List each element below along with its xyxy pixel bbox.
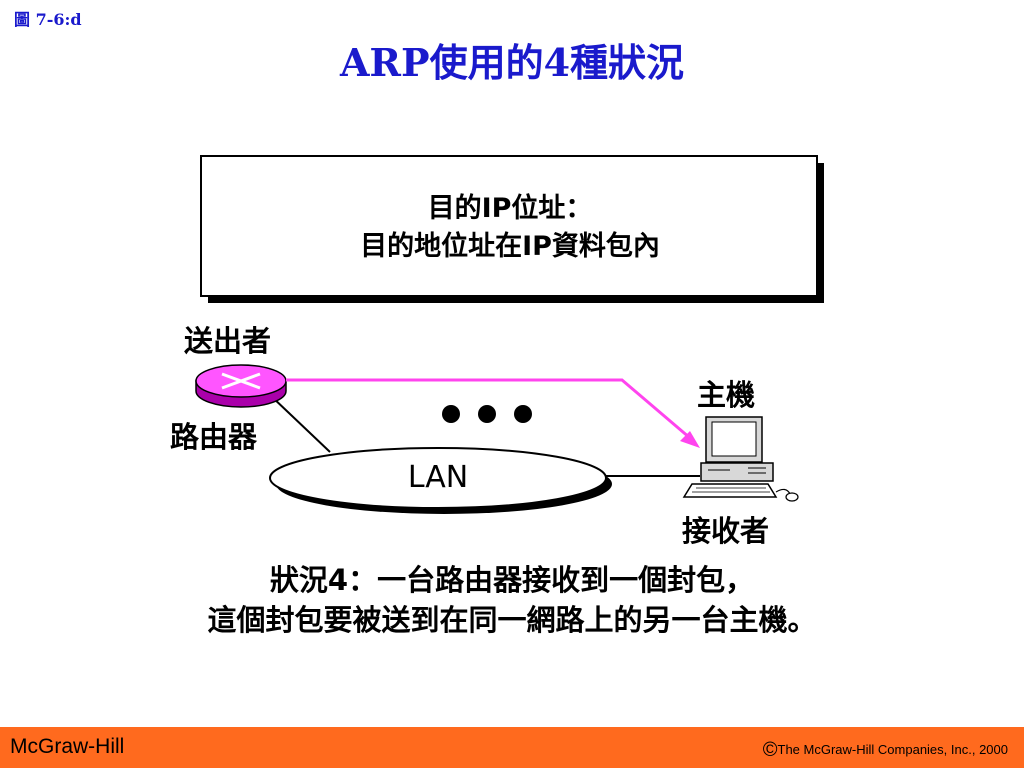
caption-line-2: 這個封包要被送到在同一網路上的另一台主機。 [207,603,817,637]
packet-path [286,378,691,440]
info-box [200,155,818,297]
ellipsis-dots [442,405,532,423]
publisher-name: McGraw-Hill [10,735,125,758]
lan-label: LAN [407,460,469,495]
copyright-symbol: © [762,739,778,761]
info-line-2: 目的地位址在IP資料包內 [360,231,660,262]
info-line-1: 目的IP位址： [427,193,593,224]
router-lan-link [269,394,331,453]
copyright-notice: ©The McGraw-Hill Companies, Inc., 2000 [763,739,1008,762]
computer-icon [682,416,799,502]
footer-bar: McGraw-Hill ©The McGraw-Hill Companies, … [0,727,1024,768]
router-icon [195,364,287,408]
sender-label: 送出者 [184,324,272,358]
router-label: 路由器 [170,420,258,454]
copyright-text: The McGraw-Hill Companies, Inc., 2000 [777,742,1008,757]
caption: 狀況4：一台路由器接收到一個封包， 這個封包要被送到在同一網路上的另一台主機。 [0,560,1024,640]
caption-line-1: 狀況4：一台路由器接收到一個封包， [269,563,755,597]
host-label: 主機 [697,378,756,412]
info-box-text: 目的IP位址： 目的地位址在IP資料包內 [202,190,818,266]
receiver-label: 接收者 [682,514,770,548]
lan-ellipse [269,447,607,509]
figure-label: 圖 7-6:d [14,10,82,29]
path-arrowhead [680,431,700,448]
page-title: ARP使用的4種狀況 [339,40,685,85]
